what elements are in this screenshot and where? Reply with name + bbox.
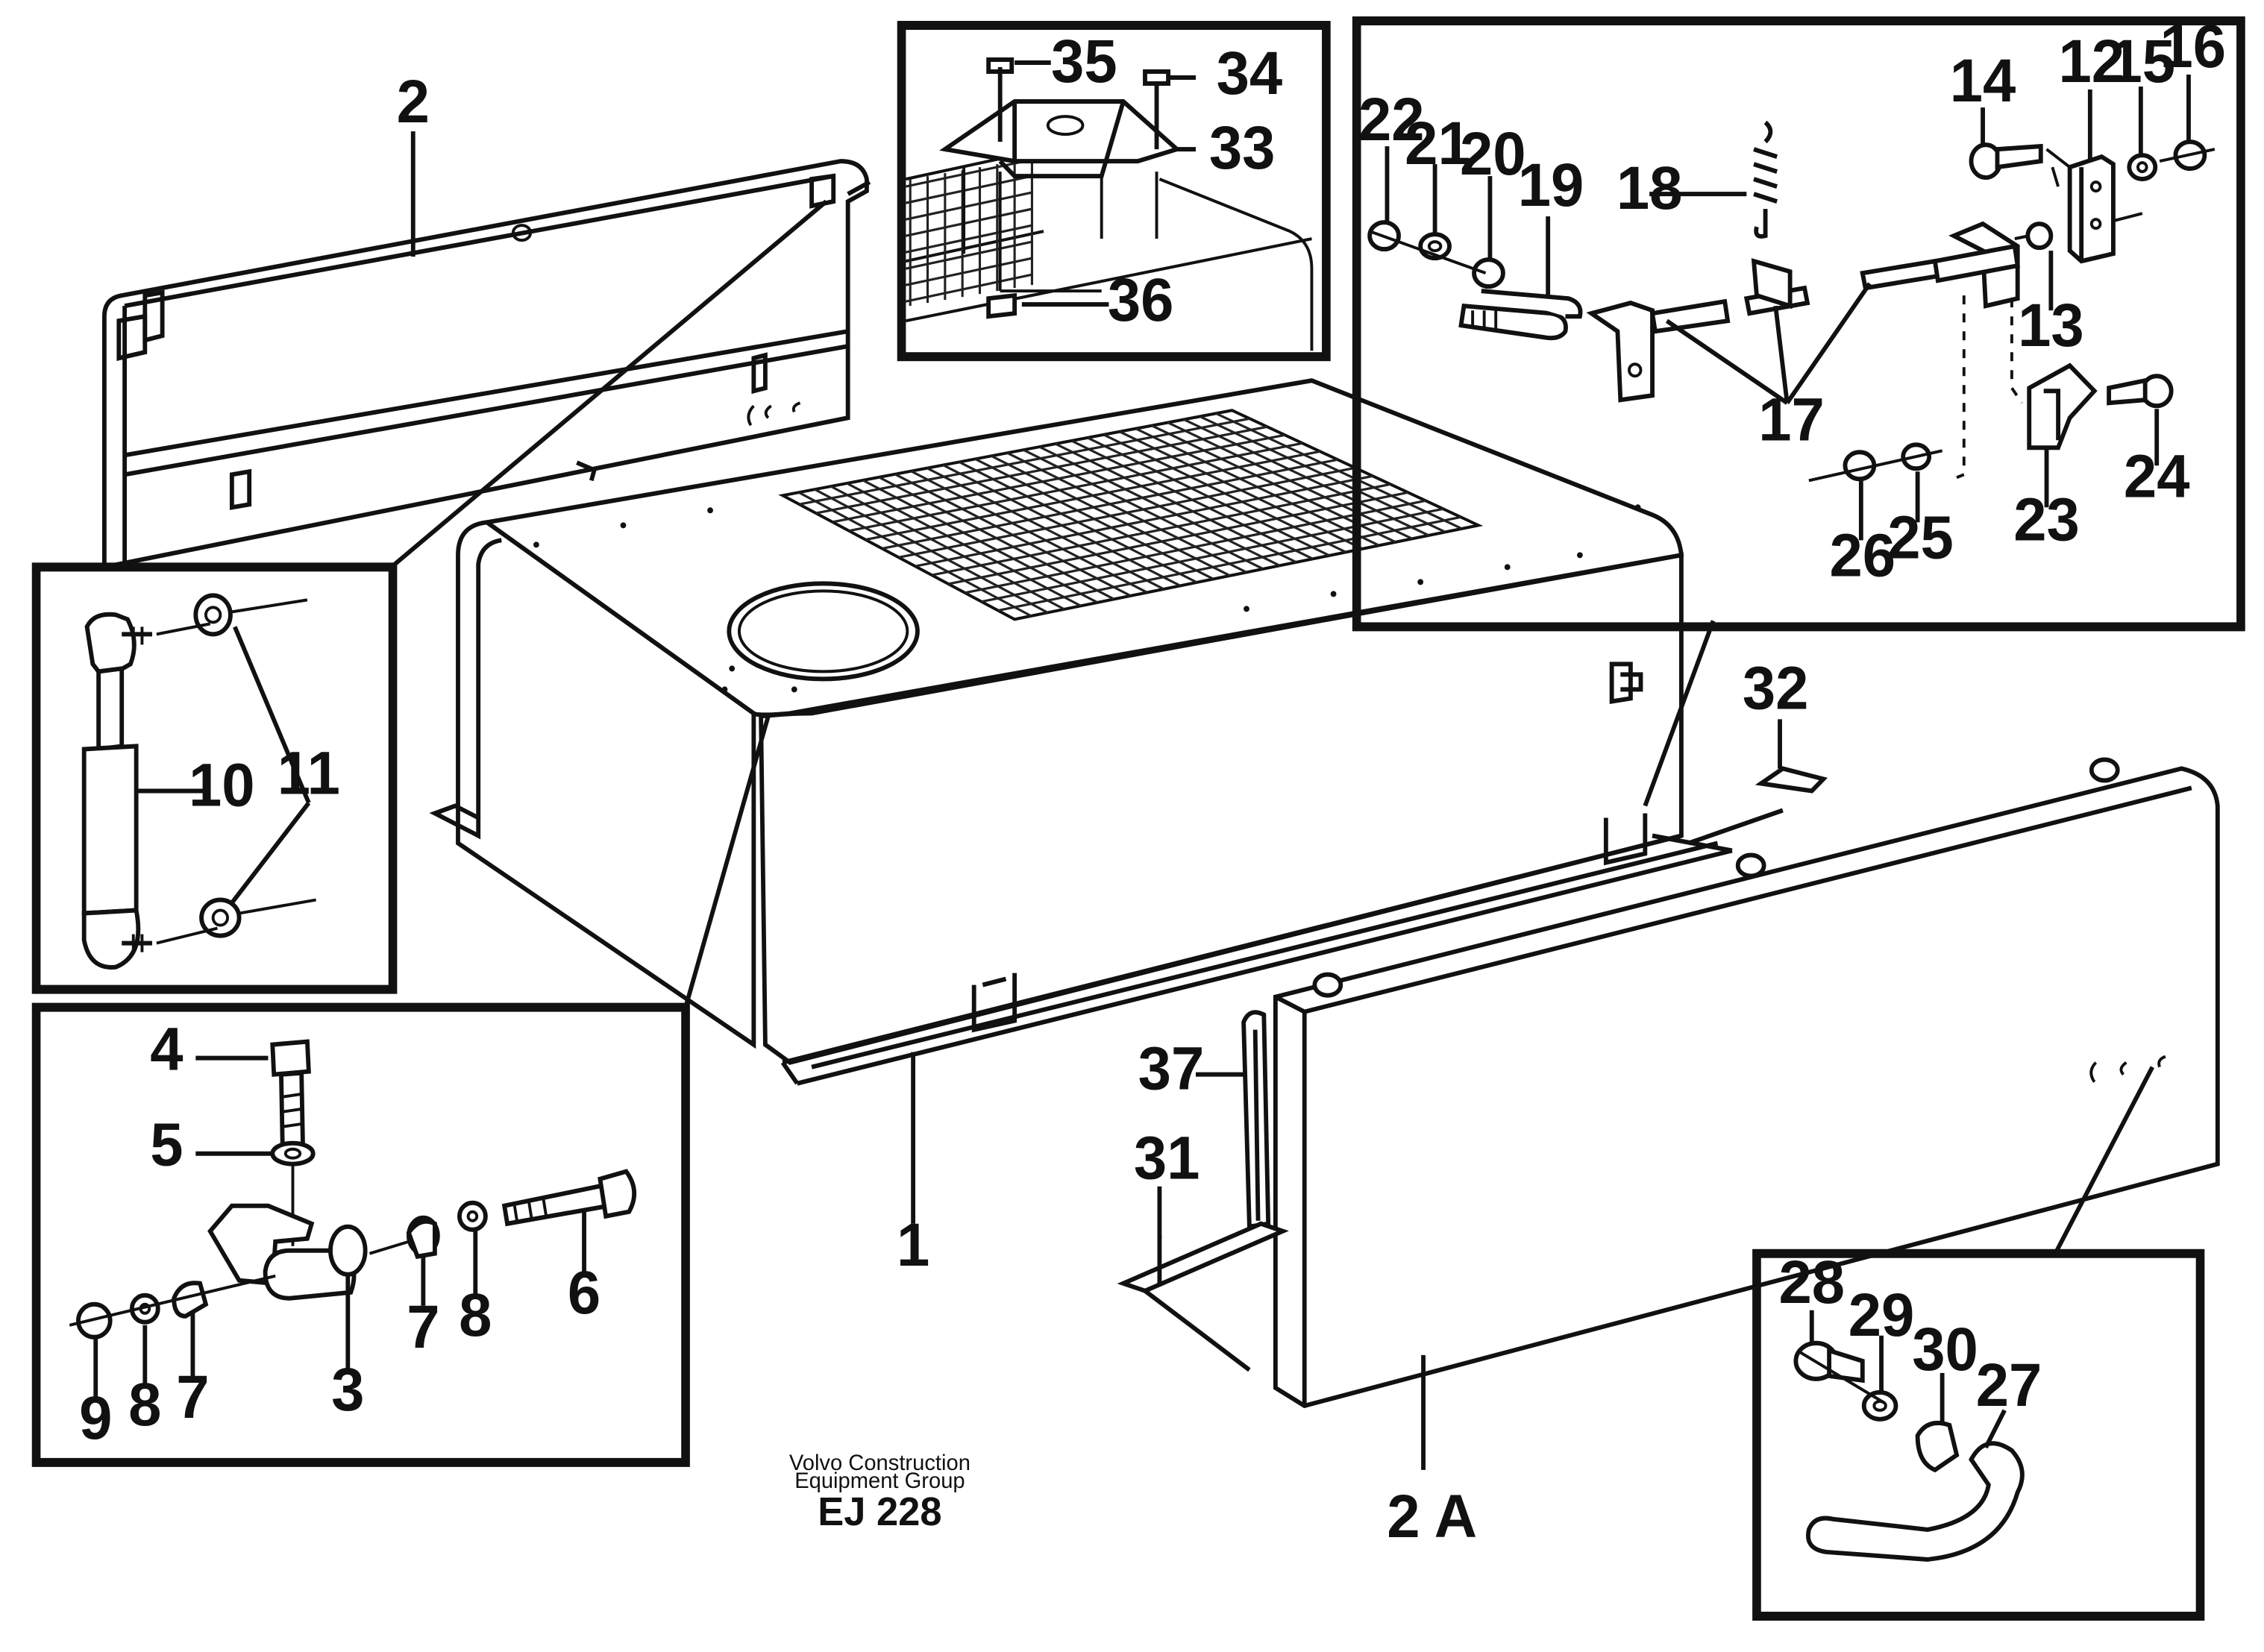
label-13: 13: [2018, 292, 2084, 359]
caption-group: Equipment Group: [794, 1469, 965, 1493]
detail-box-handle: [1752, 1249, 2205, 1621]
label-25: 25: [1887, 503, 1954, 571]
label-30: 30: [1912, 1316, 1978, 1384]
label-36: 36: [1108, 266, 1174, 334]
label-20: 20: [1460, 120, 1526, 188]
detail-box-latch: [1352, 16, 2245, 632]
leader-lines: [93, 75, 2191, 1470]
hood-grille: [778, 409, 1484, 621]
label-27: 27: [1976, 1351, 2042, 1419]
label-11: 11: [277, 739, 340, 807]
label-15: 15: [2109, 28, 2175, 95]
label-6: 6: [568, 1259, 601, 1327]
label-37: 37: [1138, 1035, 1205, 1103]
label-5: 5: [150, 1111, 183, 1179]
label-9: 9: [79, 1384, 112, 1452]
detail-box-bracket: [897, 21, 1331, 362]
side-door-rear: [101, 159, 871, 570]
caption-block: Volvo Construction Equipment Group EJ 22…: [789, 1451, 970, 1535]
label-10: 10: [189, 751, 255, 819]
detail-box-hinge: [31, 1002, 690, 1467]
label-19: 19: [1518, 151, 1584, 219]
label-14: 14: [1950, 47, 2016, 115]
label-35: 35: [1051, 28, 1117, 95]
label-32: 32: [1743, 654, 1809, 722]
label-2: 2: [397, 68, 430, 136]
label-29: 29: [1848, 1281, 1915, 1349]
label-26: 26: [1829, 521, 1895, 589]
label-4: 4: [150, 1016, 183, 1084]
label-18: 18: [1617, 154, 1683, 222]
label-24: 24: [2124, 442, 2190, 510]
caption-company: Volvo Construction: [789, 1451, 970, 1475]
label-8b: 8: [128, 1371, 161, 1439]
label-16: 16: [2160, 13, 2226, 81]
label-2a: 2 A: [1387, 1483, 1477, 1551]
label-31: 31: [1134, 1125, 1200, 1193]
label-22: 22: [1358, 86, 1425, 154]
label-12: 12: [2058, 28, 2125, 95]
label-28: 28: [1778, 1249, 1845, 1316]
label-7b: 7: [176, 1363, 209, 1431]
label-33: 33: [1209, 114, 1276, 182]
label-7a: 7: [407, 1293, 439, 1361]
label-21: 21: [1405, 110, 1471, 178]
drawing-code: EJ 228: [818, 1489, 941, 1534]
label-8a: 8: [459, 1281, 492, 1349]
label-1: 1: [897, 1211, 929, 1279]
label-34: 34: [1217, 40, 1283, 107]
label-23: 23: [2013, 486, 2080, 553]
detail-box-gas-strut: [31, 562, 398, 994]
label-17: 17: [1758, 386, 1825, 453]
side-door-front: [1117, 757, 2220, 1409]
engine-hood-main: [429, 378, 1733, 1086]
label-3: 3: [331, 1356, 364, 1424]
callout-labels: 1 2 2 A 3 4 5 6 7 7 8 8 9 10 11 12 13 14…: [79, 13, 2226, 1551]
